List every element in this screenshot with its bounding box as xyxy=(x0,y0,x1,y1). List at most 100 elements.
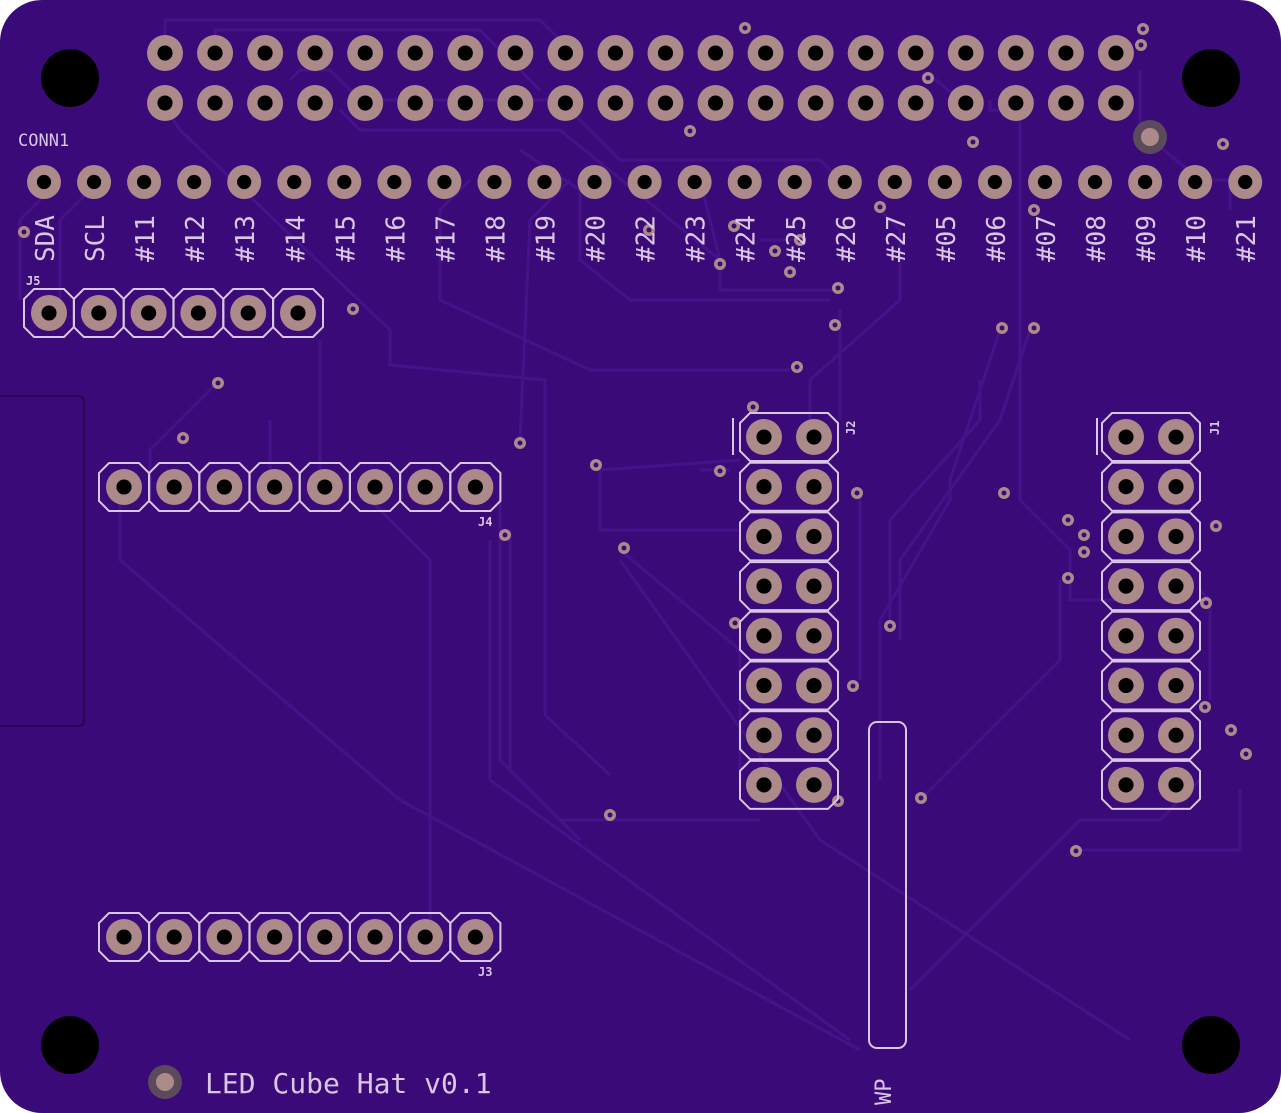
conn1-pin-top-14 xyxy=(797,35,834,71)
breakout-pin-12 xyxy=(577,165,612,199)
breakout-pin-8 xyxy=(377,165,412,199)
j2-label: J2 xyxy=(844,421,858,435)
j5-label: J5 xyxy=(26,274,40,288)
j1-row-outline xyxy=(1101,710,1201,761)
conn1-pin-top-3 xyxy=(247,35,284,71)
j2-pin-13 xyxy=(746,717,782,754)
j3-pin-3 xyxy=(206,919,243,955)
j1-row-outline xyxy=(1101,511,1201,562)
j1-pin-1 xyxy=(1108,419,1144,455)
via xyxy=(829,319,841,331)
conn1-pin-top-4 xyxy=(297,35,334,71)
conn1-pin-top-2 xyxy=(197,35,234,71)
j3-pin-outline xyxy=(248,912,301,962)
conn1-pin-top-6 xyxy=(397,35,434,71)
j3-pin-4 xyxy=(256,919,293,955)
j4-pin-1 xyxy=(106,469,142,505)
breakout-pin-2 xyxy=(77,165,112,199)
via xyxy=(714,258,726,270)
conn1-pin-top-16 xyxy=(897,35,934,71)
conn1-pin-bottom-15 xyxy=(847,85,884,121)
copper-traces xyxy=(18,18,1242,1052)
via xyxy=(1028,204,1040,216)
j3-pin-2 xyxy=(156,919,193,955)
breakout-pin-11 xyxy=(527,165,562,199)
j2-row-outline xyxy=(739,660,839,711)
j1-pin-7 xyxy=(1108,568,1144,605)
conn1-pin-top-8 xyxy=(497,35,534,71)
via xyxy=(794,234,806,246)
j1-row-outline xyxy=(1101,461,1201,512)
j3-pin-outline xyxy=(198,912,251,962)
j2-pin-11 xyxy=(746,667,782,704)
conn1-pin-bottom-19 xyxy=(1047,85,1084,121)
j2-pin-3 xyxy=(746,468,782,505)
conn1-pin-top-13 xyxy=(747,35,784,71)
conn1-pin-top-17 xyxy=(947,35,984,71)
j4-pin-outline xyxy=(449,462,502,512)
via xyxy=(832,795,844,807)
via xyxy=(1135,39,1147,51)
breakout-pin-10 xyxy=(477,165,512,199)
via xyxy=(1225,724,1237,736)
j3-pin-outline xyxy=(399,912,452,962)
conn1-pin-top-5 xyxy=(347,35,384,71)
conn1-pin-bottom-14 xyxy=(797,85,834,121)
via xyxy=(590,459,602,471)
breakout-pin-label: #24 xyxy=(732,215,762,262)
via xyxy=(684,125,696,137)
j2-pin-10 xyxy=(796,617,832,654)
breakout-pin-21 xyxy=(1028,165,1062,199)
fiducial-top-inner xyxy=(1141,128,1159,146)
breakout-pin-6 xyxy=(277,165,312,199)
via xyxy=(1217,138,1229,150)
j3-pin-7 xyxy=(407,919,444,955)
breakout-pin-17 xyxy=(827,165,862,199)
via xyxy=(1199,701,1211,713)
via xyxy=(729,617,741,629)
breakout-pin-1 xyxy=(27,165,61,199)
j3-pin-outline xyxy=(449,912,502,962)
conn1-pin-bottom-1 xyxy=(147,85,183,121)
via xyxy=(1062,514,1074,526)
via xyxy=(1078,546,1090,558)
conn1-pin-bottom-4 xyxy=(297,85,334,121)
breakout-pin-22 xyxy=(1078,165,1113,199)
fiducial-bottom-inner xyxy=(156,1073,174,1091)
j2-row-outline xyxy=(739,461,839,512)
mounting-hole-top-right xyxy=(1182,49,1240,107)
conn1-pin-bottom-18 xyxy=(997,85,1034,121)
j1-label: J1 xyxy=(1208,421,1222,435)
j5-pin-outline xyxy=(122,288,175,338)
breakout-pin-label: #15 xyxy=(331,215,361,262)
via xyxy=(922,72,934,84)
conn1-pin-bottom-17 xyxy=(947,85,984,121)
j5-pin-6 xyxy=(280,295,316,331)
breakout-pin-label: #21 xyxy=(1232,215,1262,262)
j3-header xyxy=(98,912,502,962)
via xyxy=(212,377,224,389)
breakout-pin-label: #17 xyxy=(431,215,461,262)
j5-pin-4 xyxy=(180,295,217,331)
j4-pin-5 xyxy=(306,469,343,505)
j1-header xyxy=(1101,412,1201,810)
breakout-pin-25 xyxy=(1228,165,1263,199)
j1-pin-16 xyxy=(1158,766,1194,803)
via xyxy=(998,487,1010,499)
j4-pin-outline xyxy=(248,462,301,512)
breakout-pin-label: #05 xyxy=(932,215,962,262)
j2-pin-4 xyxy=(796,468,832,505)
j1-pin-11 xyxy=(1108,667,1144,704)
j4-pin-8 xyxy=(457,469,494,505)
j1-row-outline xyxy=(1101,412,1201,462)
j1-pin-3 xyxy=(1108,468,1144,505)
j2-pin-9 xyxy=(746,617,782,654)
conn1-pin-top-18 xyxy=(997,35,1034,71)
breakout-pin-label: #12 xyxy=(181,215,211,262)
via xyxy=(1028,322,1040,334)
j2-pin-12 xyxy=(796,667,832,704)
via xyxy=(791,361,803,373)
conn1-pin-bottom-10 xyxy=(597,85,634,121)
